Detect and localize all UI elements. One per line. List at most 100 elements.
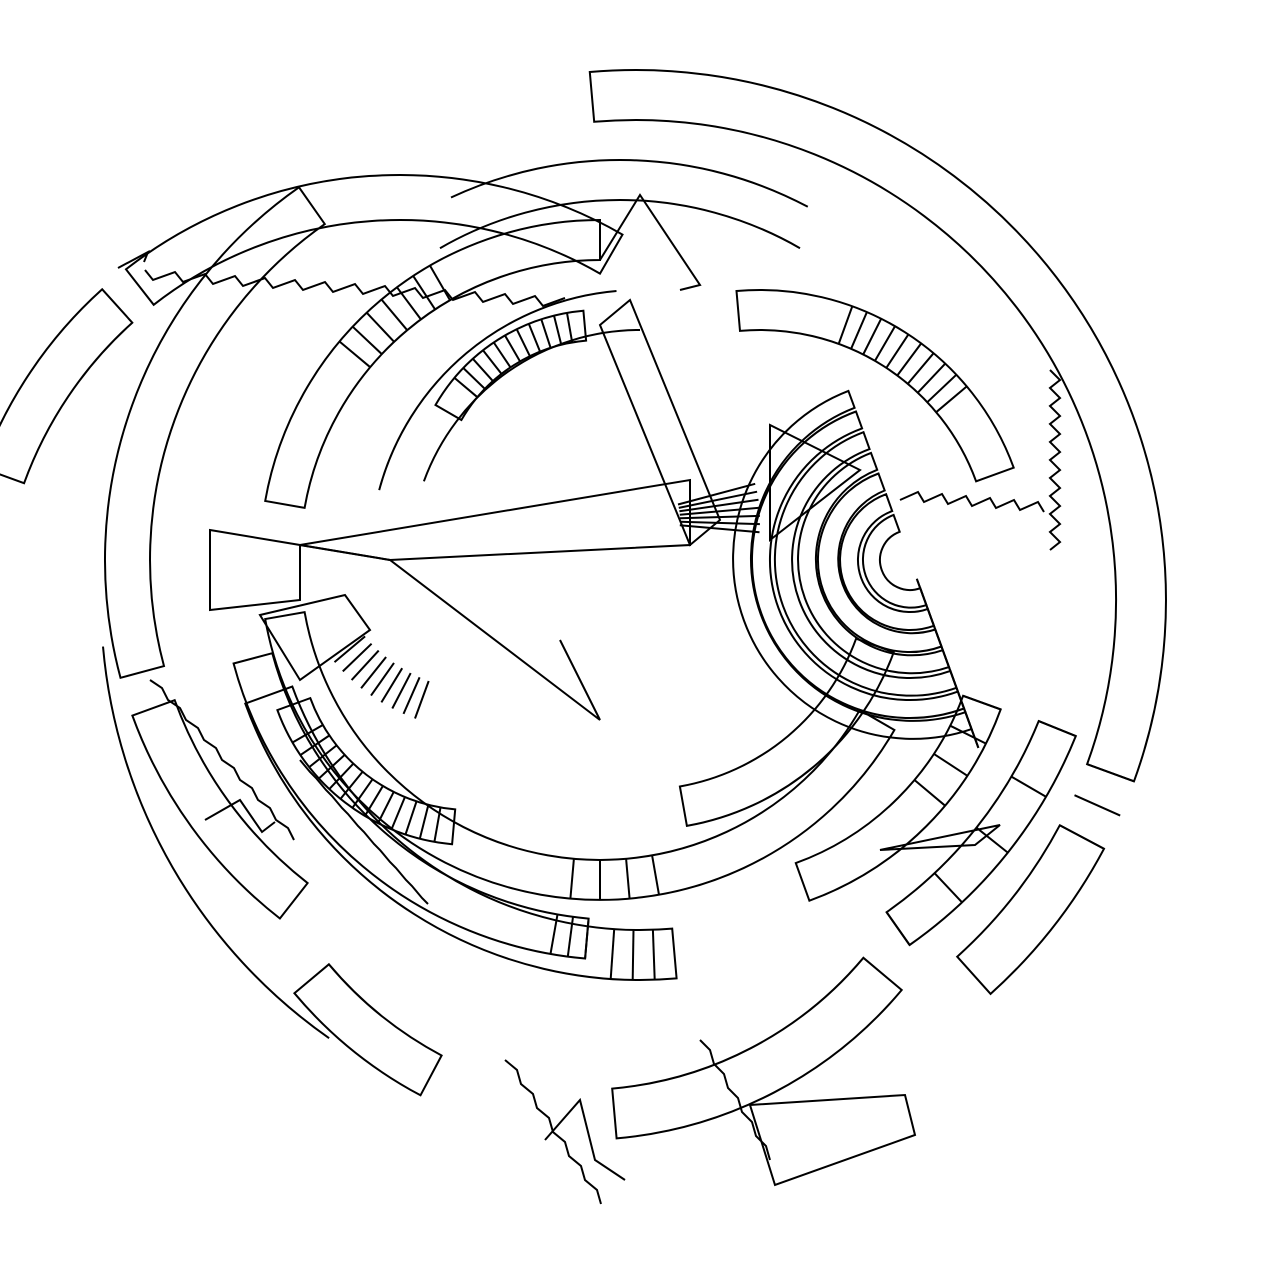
right-lower-treads [933,872,963,903]
central-left-block [209,528,301,612]
central-spoke-treads [679,506,760,516]
upper-mid-curved-treads [515,328,531,357]
outer-ring-band-top-right [588,69,1167,783]
lower-left-treads [404,801,418,835]
lower-left-treads [390,796,406,830]
bottom-ring-joint [609,929,616,980]
right-mid-treads [949,724,987,745]
central-spoke-treads [677,482,756,506]
bottom-left-cap [204,798,276,834]
ring-230-band-lower-right [678,637,895,828]
upper-mid-curved-treads [566,312,574,343]
central-spoke-treads [679,498,759,513]
lower-left-curved-band [276,696,457,846]
inner-ring-band-bottom [264,610,896,901]
inner-ring-bottom-treads [651,855,660,895]
right-mid-treads [933,753,968,777]
right-mid-treads [962,694,1002,711]
spiral-staircase-drawing [0,69,1167,1205]
lower-left-treads [433,807,442,843]
upper-right-ring-treads [850,311,868,350]
inner-ring-treads [365,312,395,343]
central-spoke-lower [299,544,601,721]
upper-mid-curved-treads [462,367,486,390]
bottom-ring-joint [631,929,635,980]
upper-right-ring-treads [917,362,947,394]
lower-left-treads [418,804,430,840]
lower-mid-treads [391,672,412,709]
inner-ring-treads [396,286,422,320]
lower-left-treads [377,791,395,824]
upper-mid-curved-treads [453,377,479,398]
left-ring-band-lower [131,698,310,920]
central-spoke-treads [679,514,760,520]
bottom-center-block [748,1093,917,1187]
lower-left-treads [308,744,338,768]
lower-left-treads [291,724,324,744]
nested-spiral-ring-3 [797,451,951,675]
upper-mid-curved-treads [482,349,503,375]
top-arch-cap [117,249,150,269]
inner-ring-treads [352,325,383,355]
central-spoke-treads [679,520,760,526]
outer-ring-joint [1059,824,1105,850]
nested-spiral-ring-2 [816,472,943,654]
inner-ring-treads [412,275,436,310]
left-stair-stack [144,269,566,308]
inner-ring-treads [429,265,451,301]
upper-right-stair-run [1048,369,1062,551]
bottom-center-stair [699,1039,771,1161]
nested-spiral-ring-4 [773,430,958,697]
lower-mid-treads [402,676,421,715]
upper-mid-curved-band [434,309,588,422]
nested-spiral-ring-0 [861,513,928,609]
central-spoke-upper [299,478,691,562]
middle-ring-arc-top [439,198,801,250]
lower-left-treads [339,771,364,800]
outer-arc-left-lower [102,646,330,1040]
lower-left-treads [299,734,330,756]
ring-270-arc [378,290,617,491]
lower-mid-treads [350,649,380,681]
central-spoke-treads [678,490,758,509]
middle-ring-joint [584,918,590,959]
upper-mid-curved-treads [540,318,552,349]
upper-mid-cap [599,193,702,291]
lower-mid-treads [360,656,387,689]
lower-mid-treads [370,662,395,697]
ring-230-arc [422,329,641,482]
upper-right-ring-treads [874,325,896,362]
top-arch-band-left [0,287,134,485]
lower-left-treads [351,778,374,809]
upper-mid-curved-treads [553,315,563,346]
upper-mid-curved-treads [504,334,521,362]
outer-ring-band-right [955,823,1106,996]
upper-right-ring-treads [885,333,910,369]
bottom-ring-band [244,685,678,981]
lower-left-stair-run [299,759,429,905]
right-lower-treads [1010,775,1047,798]
triangle-landing [769,423,862,543]
inner-ring-treads [380,298,408,331]
upper-mid-curved-treads [472,358,494,382]
right-lower-treads [885,911,911,946]
top-arch-band [124,173,624,307]
upper-mid-curved-treads [492,341,512,368]
inner-ring-treads [338,340,371,368]
right-mid-treads [913,779,946,807]
inner-ring-bottom-treads [625,858,631,899]
nested-spiral-ring-1 [839,492,936,631]
lower-left-treads [328,763,355,790]
middle-ring-arc-top-outer [450,159,809,208]
nested-spiral-ring-6 [732,389,973,740]
lower-mid-treads [342,642,373,673]
nested-spiral-ring-5 [751,410,966,719]
lower-mid-treads [333,635,366,663]
bottom-small-band [611,956,904,1140]
nested-spiral-stair [899,490,1045,513]
lower-mid-treads [414,680,430,719]
nested-spiral-seam [915,578,980,749]
upper-right-ring-treads [926,373,958,403]
upper-mid-curved-treads [527,323,542,353]
